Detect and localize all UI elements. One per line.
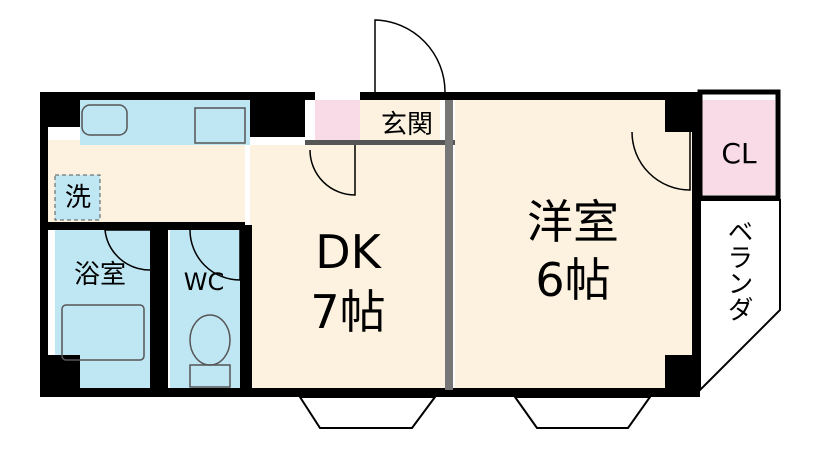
sink	[81, 104, 128, 136]
toilet-bowl	[189, 314, 231, 366]
toilet-label: WC	[184, 268, 225, 296]
wall-top-entrance	[360, 92, 445, 100]
western-room-floor	[455, 100, 695, 390]
western-bay-window	[513, 396, 652, 429]
western-room-label: 洋室	[527, 195, 619, 249]
counter	[80, 100, 250, 145]
kitchen-counter-inner	[194, 107, 246, 144]
dk-floor	[250, 145, 450, 390]
washer-label: 洗	[65, 183, 91, 213]
wall-wash-bath	[40, 222, 245, 230]
wall-dk-western	[445, 100, 453, 390]
front-door-swing	[374, 19, 446, 93]
toilet-door-swing	[189, 229, 241, 281]
dk-bay-window	[298, 396, 437, 429]
bath-door-swing	[104, 229, 151, 271]
wall-bottom	[40, 388, 700, 397]
closet-frame	[697, 89, 781, 201]
wall-right	[692, 92, 700, 397]
bay-windows	[298, 396, 652, 429]
walls	[40, 89, 781, 397]
wall-right-lower	[665, 355, 700, 397]
dk-label: DK	[315, 225, 382, 279]
bathtub	[61, 304, 145, 361]
washer-pan	[54, 174, 101, 221]
dk-size-label: 7帖	[310, 285, 385, 339]
wall-bath-toilet	[150, 225, 168, 397]
balcony-label: ベランダ	[723, 218, 753, 322]
doors	[104, 19, 691, 281]
wall-top-left	[40, 92, 315, 100]
toilet-floor	[170, 230, 240, 395]
labels: 玄関 DK 7帖 洋室 6帖 CL 洗 浴室 WC ベランダ	[65, 110, 757, 339]
closet-label: CL	[721, 137, 757, 170]
wall-bath-bottom	[40, 355, 80, 397]
wall-toilet-dk	[240, 225, 252, 397]
entrance-pink-area	[315, 100, 360, 145]
fixtures	[61, 104, 246, 388]
dk-door-swing	[309, 145, 356, 196]
wall-pillar-a	[250, 92, 305, 137]
western-door-swing	[631, 131, 691, 191]
wall-dk-entrance	[305, 140, 455, 145]
entrance-label: 玄関	[381, 110, 433, 140]
wall-top-right	[445, 92, 700, 100]
bath-label: 浴室	[74, 260, 126, 290]
western-room-size-label: 6帖	[535, 253, 610, 307]
wall-left	[40, 92, 48, 397]
closet-floor	[700, 100, 775, 195]
